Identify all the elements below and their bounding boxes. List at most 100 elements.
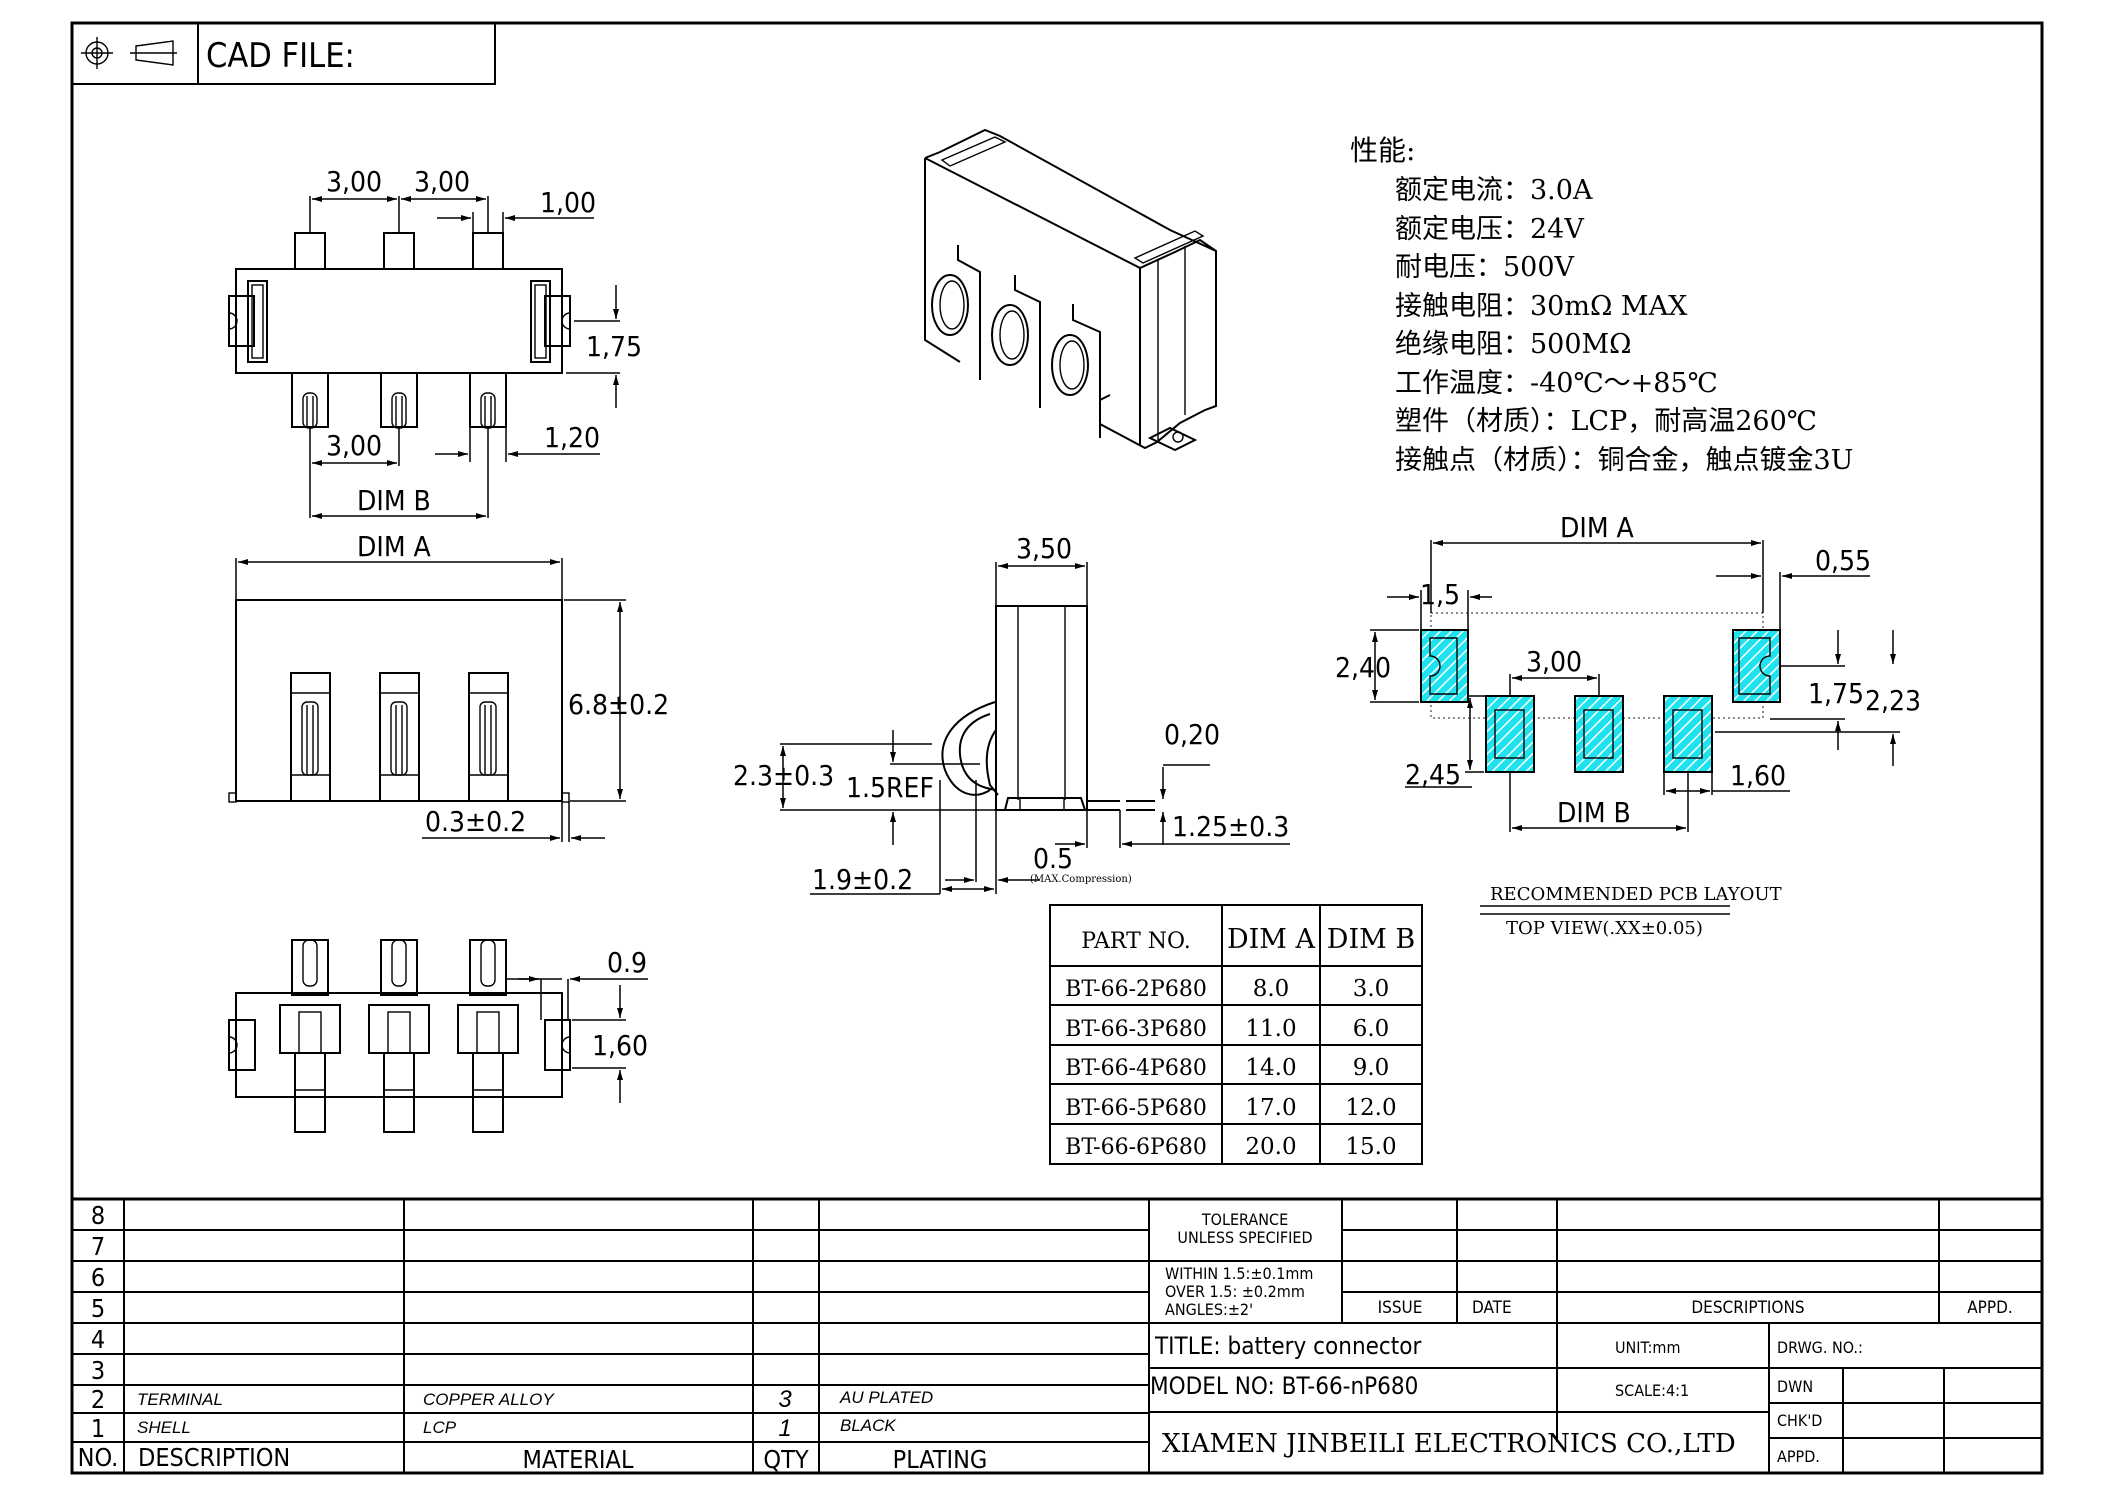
bom-row-number: 7 bbox=[91, 1232, 105, 1261]
appd-label: APPD. bbox=[1967, 1298, 2013, 1318]
bom-header-material: MATERIAL bbox=[523, 1445, 634, 1474]
checked-by-label: CHK'D bbox=[1777, 1411, 1822, 1430]
sheet-frame bbox=[70, 21, 2044, 1475]
spec-item: 耐电压：500V bbox=[1395, 252, 1575, 283]
spec-item: 接触点（材质）：铜合金，触点镀金3U bbox=[1395, 445, 1853, 476]
bom-header-plating: PLATING bbox=[893, 1445, 988, 1474]
spec-item: 塑件（材质）：LCP，耐高温260℃ bbox=[1395, 406, 1817, 437]
dim-pitch-2: 3,00 bbox=[414, 165, 470, 198]
dim-pitch-1: 3,00 bbox=[326, 165, 382, 198]
dim-pad-width: 1,00 bbox=[540, 186, 596, 219]
drawing-title: TITLE: battery connector bbox=[1154, 1332, 1421, 1360]
dim-thickness: 0,20 bbox=[1164, 718, 1220, 751]
bom-row-number: 2 bbox=[91, 1385, 105, 1414]
bom-row-number: 1 bbox=[91, 1414, 105, 1443]
cad-file-box: CAD FILE: bbox=[71, 22, 496, 85]
table-cell-dim-b: 6.0 bbox=[1353, 1016, 1390, 1042]
table-header-dim-b: DIM B bbox=[1327, 924, 1415, 955]
table-cell-part-no: BT-66-6P680 bbox=[1065, 1135, 1207, 1160]
tolerance-subtitle: UNLESS SPECIFIED bbox=[1177, 1228, 1312, 1247]
pcb-side-pad-height: 2,40 bbox=[1335, 651, 1391, 684]
bom-row-number: 5 bbox=[91, 1294, 105, 1323]
table-cell-dim-a: 17.0 bbox=[1245, 1095, 1296, 1121]
bom-row-number: 3 bbox=[91, 1356, 105, 1385]
front-view: DIM A 6.8±0.2 0.3±0.2 bbox=[228, 530, 669, 842]
table-cell-part-no: BT-66-4P680 bbox=[1065, 1056, 1207, 1081]
bom-qty-2: 3 bbox=[778, 1386, 792, 1413]
spec-item: 工作温度：-40℃～+85℃ bbox=[1395, 368, 1718, 399]
pcb-pad-width: 1,60 bbox=[1730, 759, 1786, 792]
side-view: 3,50 2.3±0.3 1.5REF 0,20 1.25±0.3 1.9±0.… bbox=[733, 532, 1290, 896]
table-cell-dim-b: 9.0 bbox=[1353, 1055, 1390, 1081]
pcb-side-pad-width: 1,5 bbox=[1420, 578, 1460, 611]
specs-block: 性能: 额定电流：3.0A 额定电压：24V 耐电压：500V 接触电阻：30m… bbox=[1350, 134, 1853, 476]
pcb-edge: 0,55 bbox=[1815, 544, 1871, 577]
dim-offset: 1.9±0.2 bbox=[812, 863, 913, 896]
dim-b-label: DIM B bbox=[357, 484, 431, 517]
isometric-view bbox=[924, 128, 1217, 452]
date-label: DATE bbox=[1472, 1298, 1512, 1318]
dim-depth: 3,50 bbox=[1016, 532, 1072, 565]
drawn-by-label: DWN bbox=[1777, 1377, 1813, 1396]
dim-standoff: 0.3±0.2 bbox=[425, 805, 526, 838]
table-cell-part-no: BT-66-5P680 bbox=[1065, 1096, 1207, 1121]
pcb-dim-b-label: DIM B bbox=[1557, 796, 1631, 829]
pcb-contact-pad-2 bbox=[1574, 695, 1624, 773]
spec-item: 额定电压：24V bbox=[1395, 214, 1584, 245]
spec-item: 额定电流：3.0A bbox=[1395, 175, 1593, 206]
pcb-total-offset: 2,23 bbox=[1865, 684, 1921, 717]
bom-header-description: DESCRIPTION bbox=[138, 1443, 290, 1472]
pcb-dim-a-label: DIM A bbox=[1560, 511, 1635, 544]
bom-row-number: 6 bbox=[91, 1263, 105, 1292]
dim-height: 6.8±0.2 bbox=[568, 688, 669, 721]
dim-compression: 0.5 bbox=[1033, 842, 1073, 875]
table-cell-dim-a: 8.0 bbox=[1253, 976, 1290, 1002]
pcb-contact-pad-1 bbox=[1485, 695, 1535, 773]
specs-title: 性能: bbox=[1350, 134, 1415, 167]
bom-qty-1: 1 bbox=[778, 1415, 791, 1442]
bom-header-no: NO. bbox=[78, 1443, 119, 1472]
table-cell-dim-b: 15.0 bbox=[1345, 1134, 1396, 1160]
model-number: MODEL NO: BT-66-nP680 bbox=[1150, 1372, 1418, 1400]
tolerance-over: OVER 1.5: ±0.2mm bbox=[1165, 1282, 1305, 1301]
tolerance-angles: ANGLES:±2' bbox=[1165, 1300, 1253, 1319]
table-header-dim-a: DIM A bbox=[1227, 924, 1316, 955]
table-cell-dim-a: 20.0 bbox=[1245, 1134, 1296, 1160]
pcb-hole-offset: 1,75 bbox=[1808, 677, 1864, 710]
approved-by-label: APPD. bbox=[1777, 1447, 1820, 1466]
table-cell-dim-a: 11.0 bbox=[1245, 1016, 1296, 1042]
table-cell-part-no: BT-66-2P680 bbox=[1065, 977, 1207, 1002]
unit-label: UNIT:mm bbox=[1615, 1338, 1680, 1357]
bottom-view: 0.9 1,60 bbox=[228, 939, 648, 1133]
bom-plating-2: AU PLATED bbox=[839, 1388, 933, 1407]
table-header-part-no: PART NO. bbox=[1081, 929, 1191, 954]
front-dim-a-label: DIM A bbox=[357, 530, 432, 563]
bom-desc-2: TERMINAL bbox=[137, 1390, 223, 1409]
drawing-number-label: DRWG. NO.: bbox=[1777, 1338, 1863, 1357]
spec-item: 绝缘电阻：500MΩ bbox=[1395, 329, 1632, 360]
dim-bottom-width: 0.9 bbox=[607, 946, 647, 979]
dim-hole-offset: 1,75 bbox=[586, 330, 642, 363]
dim-terminal-width: 1,20 bbox=[544, 421, 600, 454]
spec-item: 接触电阻：30mΩ MAX bbox=[1395, 291, 1688, 322]
pcb-side-pad-left bbox=[1420, 629, 1469, 703]
dim-bottom-height: 1,60 bbox=[592, 1029, 648, 1062]
pcb-layout: DIM A 0,55 1,5 2,40 3,00 1,75 2,23 2,45 bbox=[1335, 511, 1921, 939]
dim-bottom-pitch: 3,00 bbox=[326, 429, 382, 462]
pcb-side-pad-right bbox=[1732, 629, 1781, 703]
pcb-caption-sub: TOP VIEW(.XX±0.05) bbox=[1506, 918, 1703, 939]
company-name: XIAMEN JINBEILI ELECTRONICS CO.,LTD bbox=[1162, 1429, 1736, 1459]
cad-file-label: CAD FILE: bbox=[206, 36, 355, 76]
table-cell-part-no: BT-66-3P680 bbox=[1065, 1017, 1207, 1042]
pcb-caption-title: RECOMMENDED PCB LAYOUT bbox=[1490, 884, 1782, 905]
table-cell-dim-a: 14.0 bbox=[1245, 1055, 1296, 1081]
dim-foot: 1.25±0.3 bbox=[1172, 810, 1289, 843]
bom-material-1: LCP bbox=[423, 1418, 457, 1437]
bom-desc-1: SHELL bbox=[137, 1418, 191, 1437]
bom-plating-1: BLACK bbox=[840, 1416, 896, 1435]
tolerance-within: WITHIN 1.5:±0.1mm bbox=[1165, 1264, 1313, 1283]
pcb-contact-pad-3 bbox=[1663, 695, 1713, 773]
